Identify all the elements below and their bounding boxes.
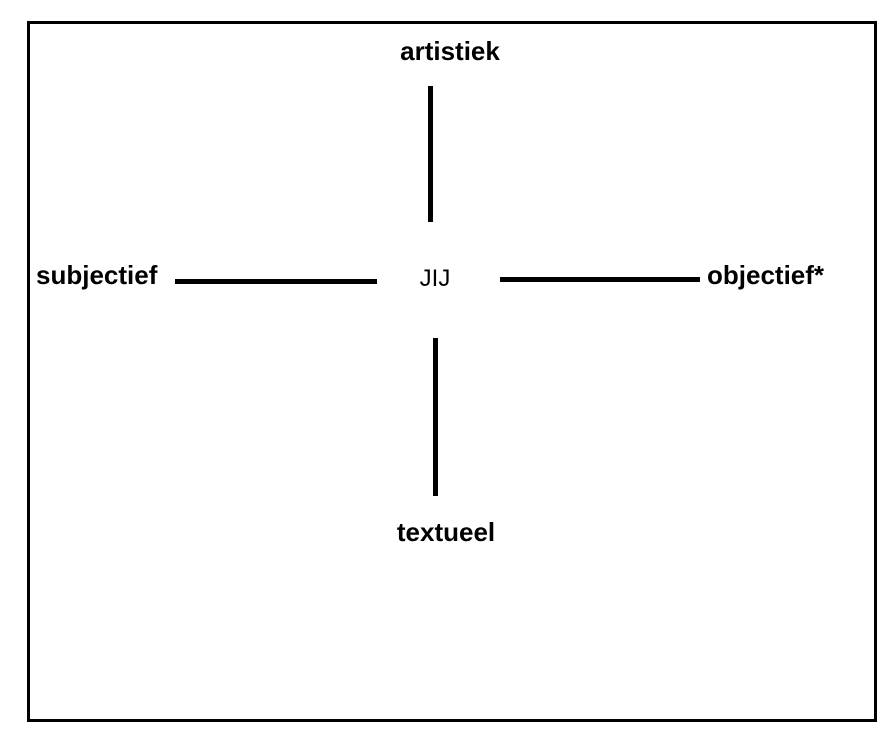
diagram-border [27,21,877,722]
axis-label-objectief: objectief* [707,260,825,290]
axis-label-textueel: textueel [396,517,496,547]
axis-line-down [433,338,438,496]
center-label-jij: JIJ [419,265,451,292]
axis-line-up [428,86,433,222]
axis-line-right [500,277,700,282]
axis-line-left [175,279,377,284]
axis-label-artistiek: artistiek [400,36,500,66]
axis-label-subjectief: subjectief [36,260,158,290]
